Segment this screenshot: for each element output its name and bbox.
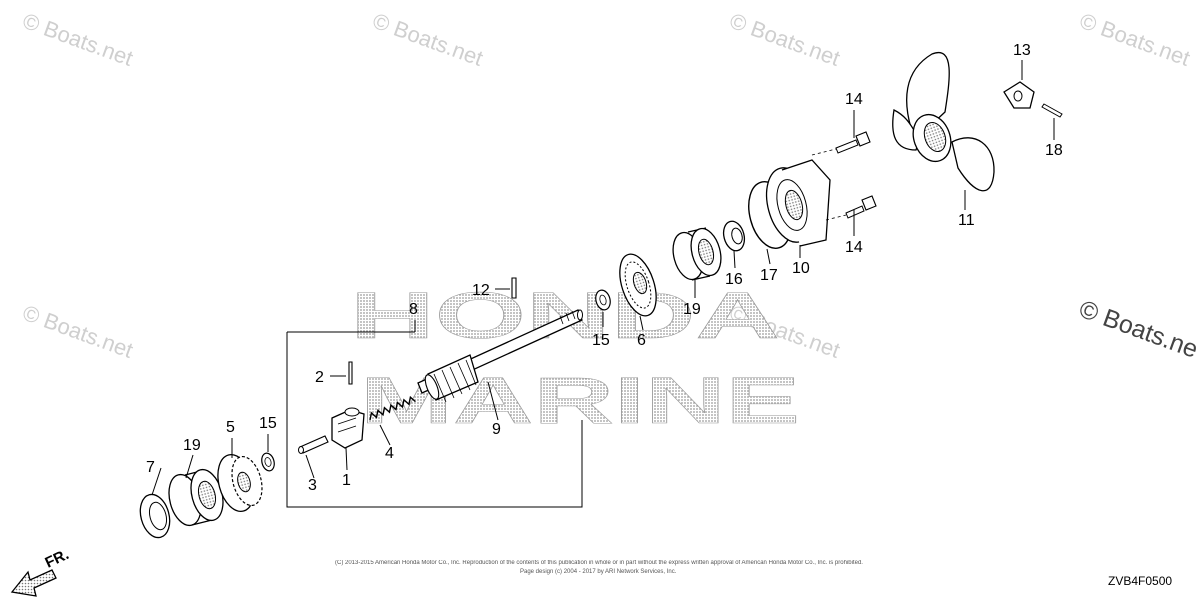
callout-17: 17 xyxy=(760,267,778,284)
logo-line-honda: HONDA xyxy=(350,278,780,352)
callout-16: 16 xyxy=(725,271,743,288)
callout-1: 1 xyxy=(342,472,351,489)
diagram-code: ZVB4F0500 xyxy=(1108,574,1173,588)
callout-13: 13 xyxy=(1013,42,1031,59)
callout-11: 11 xyxy=(958,212,975,229)
part-6-bevel-gear xyxy=(619,253,657,317)
front-direction-arrow: FR. xyxy=(10,546,72,597)
part-10-bearing-holder xyxy=(765,159,831,247)
callout-10: 10 xyxy=(792,260,810,277)
part-16-oil-seal xyxy=(722,220,746,252)
callout-9: 9 xyxy=(492,421,501,438)
part-5-bevel-gear xyxy=(217,453,263,513)
part-14-bolt-upper xyxy=(811,131,871,156)
callout-19b: 19 xyxy=(183,437,201,454)
assembly-box-outline xyxy=(286,331,583,508)
part-9-propeller-shaft xyxy=(417,309,583,403)
part-19-bearing-lower xyxy=(168,468,224,527)
callout-6: 6 xyxy=(637,332,646,349)
logo-line-marine: MARINE xyxy=(360,363,800,437)
callout-15b: 15 xyxy=(259,415,277,432)
callout-19a: 19 xyxy=(683,301,701,318)
part-3-pin xyxy=(298,435,329,454)
part-19-bearing-upper xyxy=(672,227,722,281)
callout-7: 7 xyxy=(146,459,155,476)
part-11-propeller xyxy=(892,51,995,192)
callout-18: 18 xyxy=(1045,142,1063,159)
callout-5: 5 xyxy=(226,419,235,436)
part-1-clutch xyxy=(331,407,365,449)
part-14-bolt-lower xyxy=(825,195,877,221)
part-12-pin xyxy=(511,277,517,299)
part-2-pin xyxy=(348,361,353,385)
part-4-spring xyxy=(369,395,416,421)
honda-marine-logo: HONDA MARINE xyxy=(350,278,801,438)
part-13-prop-nut xyxy=(1003,81,1035,109)
callout-2: 2 xyxy=(315,369,324,386)
callout-15a: 15 xyxy=(592,332,610,349)
callout-4: 4 xyxy=(385,445,394,462)
callout-14b: 14 xyxy=(845,239,863,256)
copyright-line-2: Page design (c) 2004 - 2017 by ARI Netwo… xyxy=(520,569,677,575)
leader-lines xyxy=(151,60,1055,496)
part-18-cotter-pin xyxy=(1041,103,1063,118)
callout-3: 3 xyxy=(308,477,317,494)
callout-12: 12 xyxy=(472,282,490,299)
copyright-line-1: (C) 2013-2015 American Honda Motor Co., … xyxy=(335,560,863,566)
front-label: FR. xyxy=(43,546,72,572)
callout-8: 8 xyxy=(409,301,418,318)
callout-14a: 14 xyxy=(845,91,863,108)
part-7-washer xyxy=(139,493,171,539)
